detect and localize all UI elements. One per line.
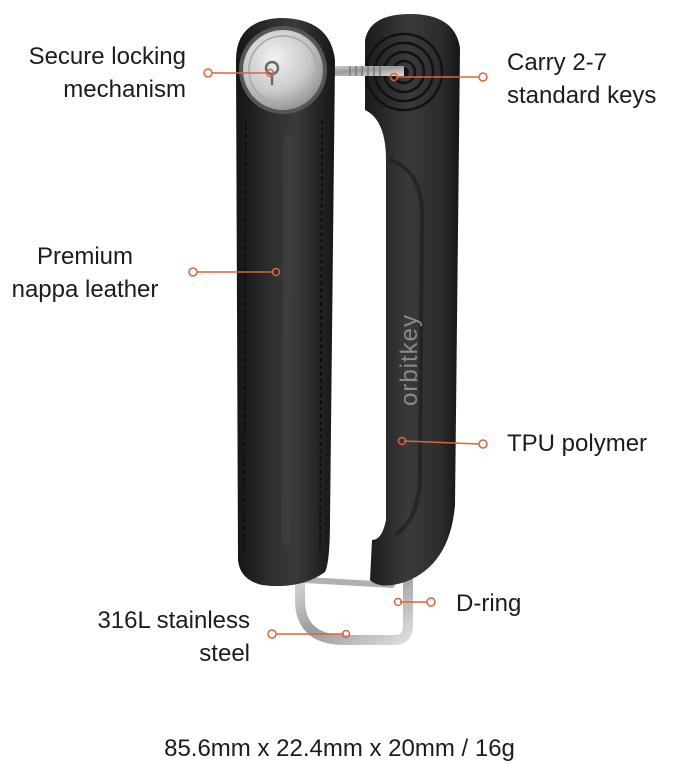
callout-steel-pointer — [267, 629, 351, 639]
label-locking-line1: Secure locking — [28, 43, 186, 70]
label-keys-line1: Carry 2-7 — [507, 49, 608, 76]
screw-bolt — [300, 66, 404, 76]
label-d-ring: D-ring — [456, 587, 521, 620]
label-locking-line2: mechanism — [63, 76, 186, 103]
label-tpu-polymer: TPU polymer — [507, 427, 647, 460]
callout-markers — [188, 68, 488, 639]
label-dring-line1: D-ring — [456, 590, 522, 617]
callout-leather-pointer — [188, 267, 281, 277]
label-leather-line2: nappa leather — [11, 276, 159, 303]
label-leather-line1: Premium — [36, 243, 133, 270]
label-steel-line1: 316L stainless — [97, 607, 250, 634]
label-stainless-steel: 316L stainless steel — [72, 604, 250, 670]
callout-keys-pointer — [389, 72, 488, 82]
label-carry-keys: Carry 2-7 standard keys — [507, 46, 656, 112]
leather-strap — [236, 18, 335, 587]
label-premium-nappa-leather: Premium nappa leather — [0, 240, 170, 306]
callout-locking-pointer — [203, 68, 275, 78]
callout-tpu-pointer — [397, 436, 488, 449]
tpu-strap — [364, 14, 460, 586]
locking-cap — [239, 26, 327, 114]
label-secure-locking-mechanism: Secure locking mechanism — [0, 40, 186, 106]
label-steel-line2: steel — [199, 640, 250, 667]
leather-stitching-left — [243, 119, 247, 556]
product-dimensions: 85.6mm x 22.4mm x 20mm / 16g — [164, 735, 515, 762]
leather-stitching-right — [319, 119, 323, 556]
label-keys-line2: standard keys — [507, 82, 657, 109]
brand-logo: orbitkey — [396, 314, 423, 406]
callout-dring-pointer — [393, 597, 436, 607]
label-tpu-line1: TPU polymer — [507, 430, 648, 457]
